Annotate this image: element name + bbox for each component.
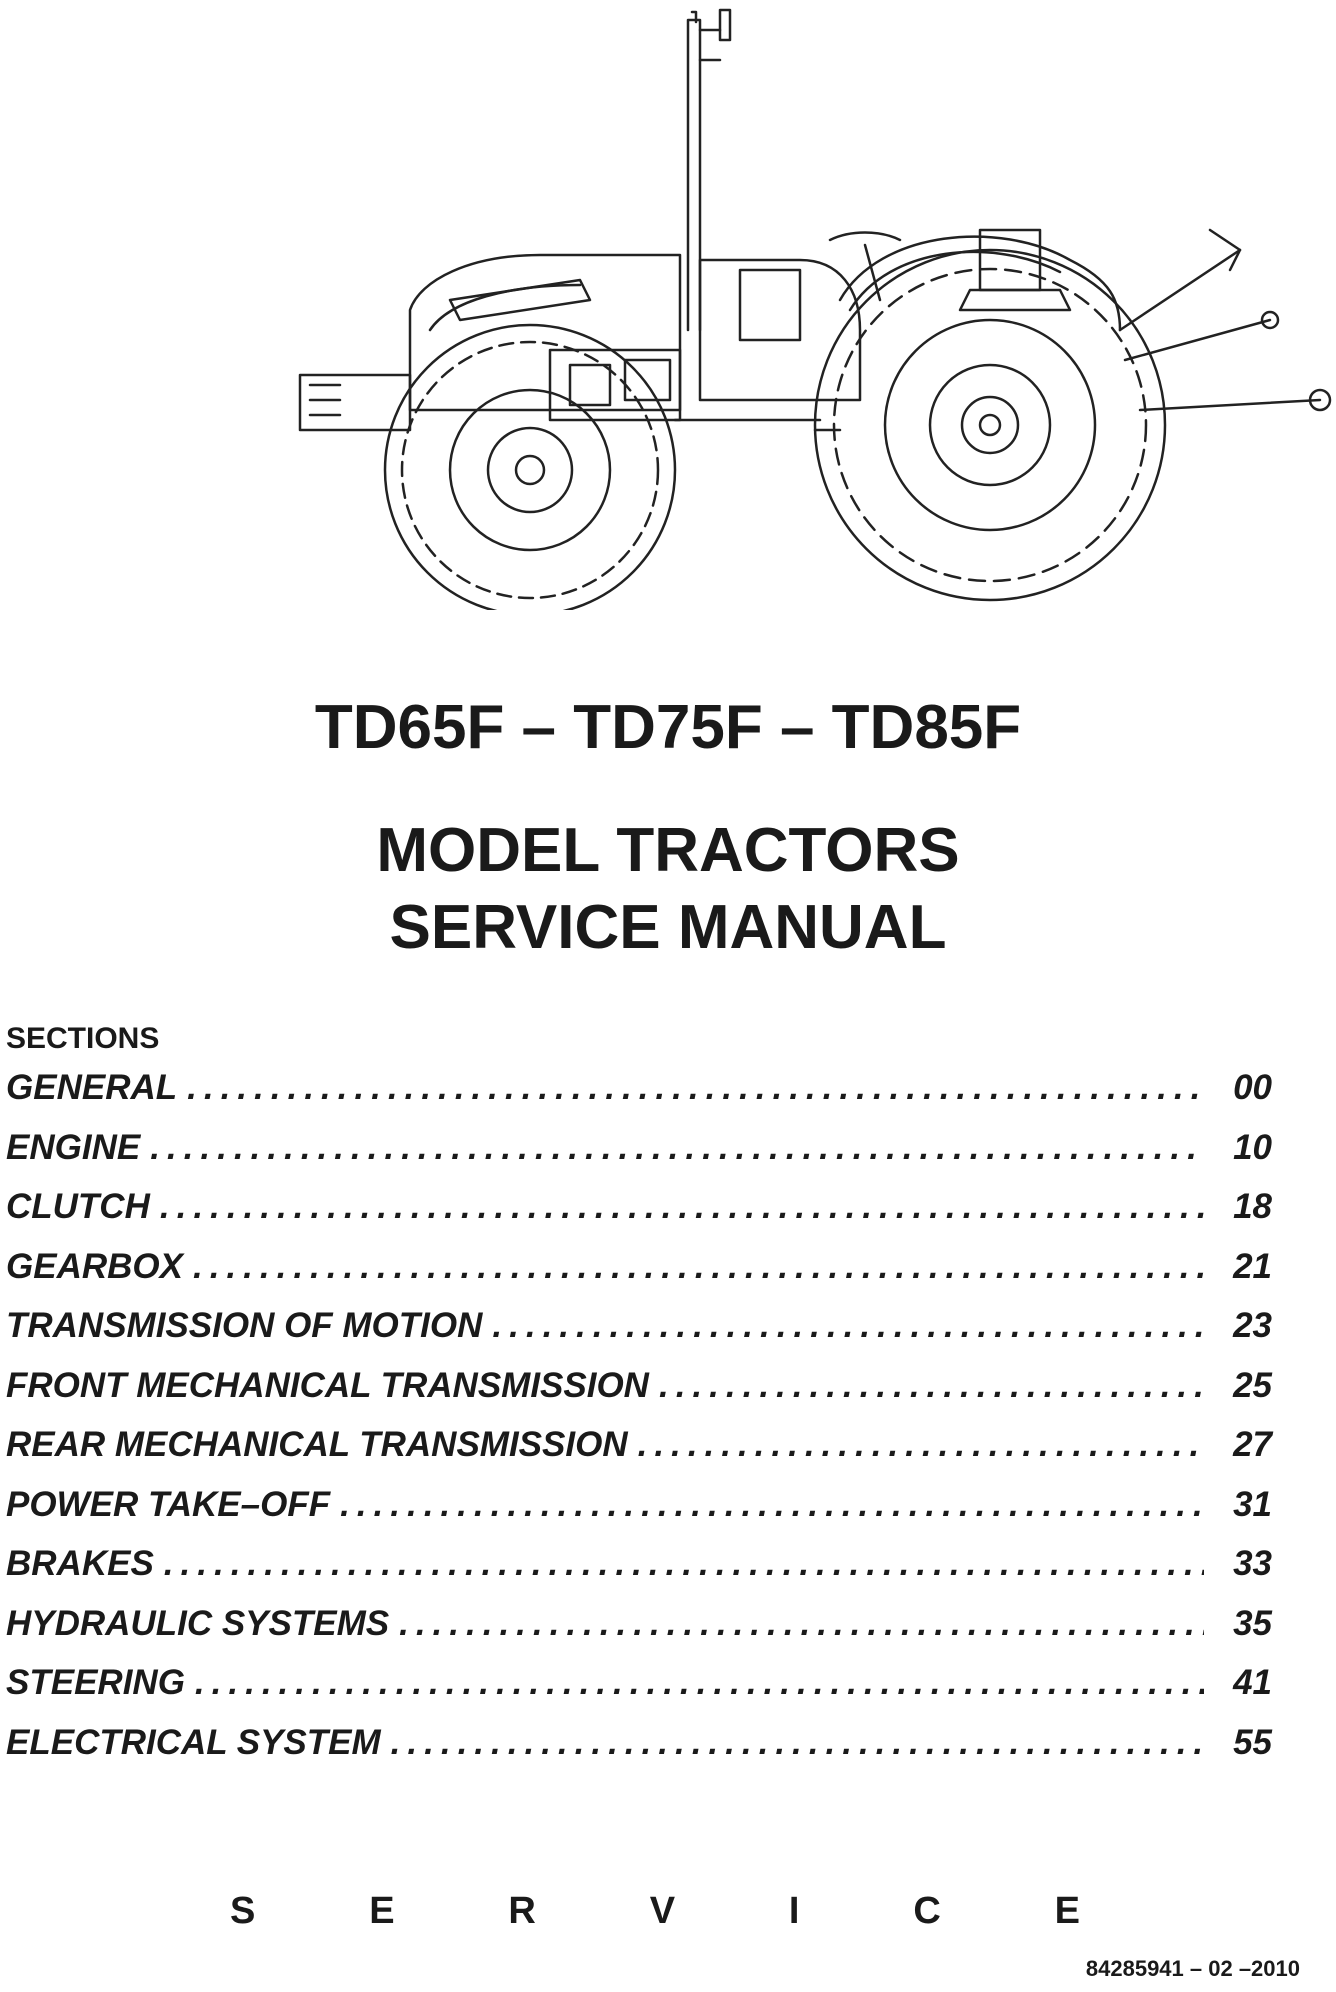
toc-row[interactable]: CLUTCH .................................…: [6, 1187, 1272, 1247]
sections-label: SECTIONS: [6, 1022, 160, 1055]
toc-row[interactable]: FRONT MECHANICAL TRANSMISSION ..........…: [6, 1366, 1272, 1426]
service-letter: S: [230, 1890, 256, 1932]
toc-leader: ........................................…: [150, 1127, 1204, 1167]
toc-page: 21: [1233, 1246, 1272, 1286]
toc-title: FRONT MECHANICAL TRANSMISSION: [6, 1365, 649, 1405]
toc-title: GENERAL: [6, 1068, 178, 1107]
toc-leader: ........................................…: [492, 1306, 1204, 1345]
toc-row[interactable]: GENERAL ................................…: [6, 1068, 1272, 1128]
title-line-2: SERVICE MANUAL: [389, 893, 947, 962]
toc-row[interactable]: POWER TAKE–OFF .........................…: [6, 1485, 1272, 1545]
toc-leader: ........................................…: [399, 1603, 1204, 1643]
toc-page: 10: [1233, 1127, 1272, 1167]
toc-leader: ........................................…: [187, 1068, 1204, 1107]
toc-title: HYDRAULIC SYSTEMS: [6, 1603, 390, 1643]
toc-title: STEERING: [6, 1663, 185, 1702]
toc-title: ELECTRICAL SYSTEM: [6, 1722, 381, 1762]
toc-title: CLUTCH: [6, 1187, 150, 1226]
toc-page: 33: [1233, 1544, 1272, 1583]
toc-page: 18: [1233, 1187, 1272, 1226]
toc-title: GEARBOX: [6, 1246, 183, 1286]
toc-page: 41: [1233, 1663, 1272, 1702]
toc-row[interactable]: ELECTRICAL SYSTEM ......................…: [6, 1723, 1272, 1783]
service-letter: I: [788, 1890, 800, 1932]
toc-page: 35: [1233, 1603, 1272, 1643]
tractor-illustration: [298, 8, 1332, 610]
toc-page: 25: [1233, 1365, 1272, 1405]
toc-leader: ........................................…: [159, 1187, 1204, 1226]
toc-leader: ........................................…: [658, 1365, 1204, 1405]
title-line-1: MODEL TRACTORS: [376, 816, 960, 885]
toc-title: POWER TAKE–OFF: [6, 1484, 331, 1524]
toc-title: BRAKES: [6, 1544, 154, 1583]
toc-row[interactable]: TRANSMISSION OF MOTION .................…: [6, 1306, 1272, 1366]
document-number: 84285941 – 02 –2010: [1085, 1956, 1300, 1981]
toc-leader: ........................................…: [390, 1722, 1204, 1762]
service-letter: R: [508, 1890, 536, 1932]
toc-title: TRANSMISSION OF MOTION: [6, 1306, 483, 1345]
toc-page: 55: [1233, 1722, 1272, 1762]
toc-row[interactable]: GEARBOX ................................…: [6, 1247, 1272, 1307]
service-letter: E: [369, 1890, 395, 1932]
service-letter: E: [1054, 1890, 1080, 1932]
toc-row[interactable]: ENGINE .................................…: [6, 1128, 1272, 1188]
toc-leader: ........................................…: [163, 1544, 1204, 1583]
toc-title: ENGINE: [6, 1127, 141, 1167]
toc-title: REAR MECHANICAL TRANSMISSION: [6, 1425, 628, 1464]
toc-row[interactable]: STEERING ...............................…: [6, 1663, 1272, 1723]
toc-row[interactable]: REAR MECHANICAL TRANSMISSION ...........…: [6, 1425, 1272, 1485]
service-letter: V: [649, 1890, 676, 1932]
toc-leader: ........................................…: [637, 1425, 1204, 1464]
toc-page: 31: [1233, 1484, 1272, 1524]
table-of-contents: GENERAL ................................…: [6, 1068, 1272, 1782]
toc-leader: ........................................…: [194, 1663, 1204, 1702]
toc-leader: ........................................…: [340, 1484, 1204, 1524]
toc-leader: ........................................…: [192, 1246, 1204, 1286]
toc-page: 23: [1233, 1306, 1272, 1345]
service-letter: C: [913, 1890, 941, 1932]
toc-page: 27: [1233, 1425, 1272, 1464]
toc-row[interactable]: BRAKES .................................…: [6, 1544, 1272, 1604]
toc-page: 00: [1233, 1068, 1272, 1107]
toc-row[interactable]: HYDRAULIC SYSTEMS ......................…: [6, 1604, 1272, 1664]
service-banner: S E R V I C E: [230, 1890, 1080, 1933]
model-numbers: TD65F – TD75F – TD85F: [314, 693, 1022, 762]
